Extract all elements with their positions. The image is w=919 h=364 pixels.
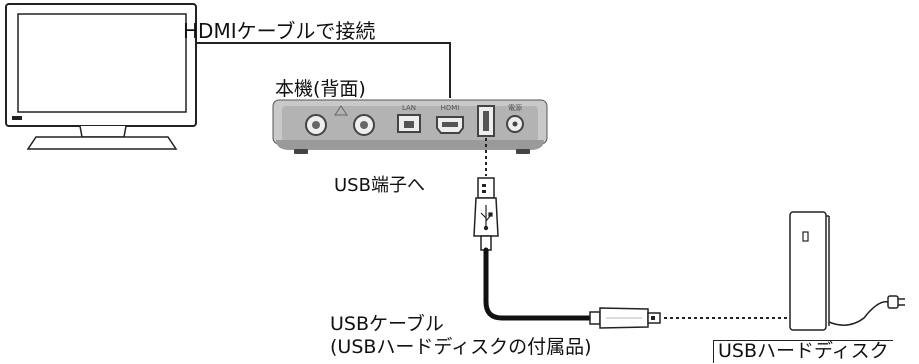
usb-cable-label: USBケーブル (USBハードディスクの付属品) <box>330 313 592 359</box>
hdmi-cable <box>196 42 451 98</box>
usb-cable <box>483 247 595 321</box>
usb-port-label: USB端子へ <box>334 175 425 196</box>
usb-hdd-illustration <box>789 211 830 331</box>
tv-illustration <box>5 3 197 150</box>
device-rear: LAN HDMI 電源 <box>272 99 548 154</box>
power-cord <box>828 295 905 326</box>
usb-symbol-icon <box>480 205 493 231</box>
lan-port-label: LAN <box>402 104 416 112</box>
power-port-label: 電源 <box>508 103 522 112</box>
hdmi-port-label: HDMI <box>441 104 460 112</box>
usb-cable-label-line2: (USBハードディスクの付属品) <box>330 336 592 358</box>
micro-usb-plug <box>589 307 661 329</box>
device-rear-label: 本機(背面) <box>275 78 366 100</box>
usb-cable-label-line1: USBケーブル <box>330 313 444 335</box>
usb-a-plug <box>473 177 499 251</box>
hdmi-connection-label: HDMIケーブルで接続 <box>183 19 376 43</box>
usb-hdd-label: USBハードディスク <box>713 340 893 363</box>
